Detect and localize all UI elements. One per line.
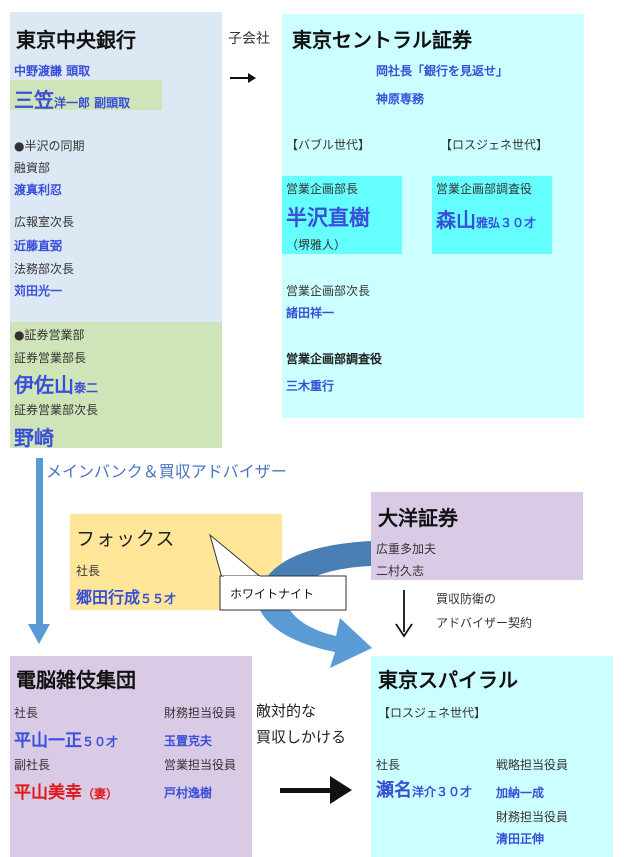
fox-title: フォックス [76,528,176,550]
defense-arrow-icon [395,590,413,638]
denno-pres-name: 平山一正 [14,731,82,751]
defense-label-1: 買収防衛の [436,592,497,606]
taiyo-box [371,492,583,580]
moriyama-title: 営業企画部調査役 [436,182,533,196]
spiral-pres-title: 社長 [376,758,401,772]
spiral-finance-title: 財務担当役員 [496,810,569,824]
isayama-label: 伊佐山泰二 [14,369,98,398]
homu-title: 法務部次長 [14,262,75,276]
moriyama-rest: 雅弘３０才 [476,216,537,230]
taiyo-person1: 広重多加夫 [376,542,437,556]
mikasa-highlight [10,80,162,110]
bank-title: 東京中央銀行 [16,28,136,52]
mitsuki-title: 営業企画部調査役 [286,352,383,366]
hostile-label-2: 買収しかける [256,728,347,746]
mikasa-name: 三笠 [14,88,54,112]
isayama-name: 伊佐山 [14,373,74,397]
hanzawa-actor: （堺雅人） [286,238,347,252]
subsidiary-arrow-icon [230,73,256,83]
spiral-box [371,656,613,857]
hanzawa-name: 半沢直樹 [286,206,370,230]
denno-vp-title: 副社長 [14,758,51,772]
defense-label-2: アドバイザー契約 [436,616,533,630]
kanbara-label: 神原専務 [376,92,425,106]
hostile-label-1: 敵対的な [256,702,317,720]
hanzawa-highlight [282,176,402,254]
denno-title: 電脳雑伎集団 [16,668,136,692]
moroda-title: 営業企画部次長 [286,284,371,298]
bank-securities-section [10,322,222,448]
denno-pres-title: 社長 [14,706,39,720]
denno-vp-label: 平山美幸（妻） [14,778,118,803]
whiteknight-label: ホワイトナイト [230,587,315,601]
spiral-strategy-title: 戦略担当役員 [496,758,569,772]
mainbank-arrow-icon [28,458,50,644]
nozaki-name: 野崎 [14,426,54,450]
denno-box [10,656,252,857]
nakano-label: 中野渡謙 頭取 [14,64,91,78]
mikasa-label: 三笠洋一郎 副頭取 [14,84,130,113]
shoken-header: ●証券営業部 [14,328,85,342]
taiyo-title: 大洋証券 [378,506,458,530]
moriyama-highlight [432,176,552,254]
spiral-title: 東京スパイラル [378,668,518,692]
karita-name: 苅田光一 [14,284,63,298]
fox-pres-label: 郷田行成５５才 [76,584,176,608]
doki-header: ●半沢の同期 [14,139,85,153]
tomari-name: 渡真利忍 [14,183,63,197]
denno-finance-name: 玉置克夫 [164,734,213,748]
bubble-gen-label: 【バブル世代】 [286,138,371,152]
moriyama-label: 森山雅弘３０才 [436,204,536,233]
central-title: 東京セントラル証券 [292,28,472,52]
spiral-pres-name: 瀬名 [376,780,412,801]
kondo-name: 近藤直弼 [14,239,63,253]
spiral-lostgen-label: 【ロスジェネ世代】 [378,706,487,720]
denno-pres-age: ５０才 [82,735,119,749]
fox-pres-age: ５５才 [140,592,177,606]
hostile-arrow-icon [280,776,352,804]
mitsuki-name: 三木重行 [286,379,335,393]
spiral-pres-label: 瀬名洋介３０才 [376,776,472,802]
mikasa-rest: 洋一郎 副頭取 [54,96,131,110]
mainbank-label: メインバンク＆買収アドバイザー [46,462,287,481]
denno-vp-name: 平山美幸 [14,783,82,803]
shoken-deputy-title: 証券営業部次長 [14,403,99,417]
yushi-dept: 融資部 [14,161,51,175]
denno-sales-name: 戸村逸樹 [164,786,213,800]
denno-vp-note: （妻） [82,787,119,801]
oka-label: 岡社長「銀行を見返せ」 [376,64,509,78]
denno-pres-label: 平山一正５０才 [14,726,118,751]
denno-finance-title: 財務担当役員 [164,706,237,720]
fox-pres-title: 社長 [76,564,101,578]
shoken-head-title: 証券営業部長 [14,351,87,365]
subsidiary-label: 子会社 [228,31,270,47]
lostgen-label: 【ロスジェネ世代】 [440,138,549,152]
spiral-finance-name: 清田正伸 [496,832,545,846]
fox-pres-name: 郷田行成 [76,588,141,607]
koho-title: 広報室次長 [14,215,75,229]
denno-sales-title: 営業担当役員 [164,758,237,772]
taiyo-person2: 二村久志 [376,564,425,578]
moriyama-name: 森山 [436,208,476,232]
spiral-strategy-name: 加納一成 [496,786,545,800]
moroda-name: 諸田祥一 [286,306,335,320]
whiteknight-callout [209,533,347,611]
hanzawa-title: 営業企画部長 [286,182,359,196]
spiral-pres-rest: 洋介３０才 [412,785,473,799]
isayama-rest: 泰二 [74,381,99,395]
